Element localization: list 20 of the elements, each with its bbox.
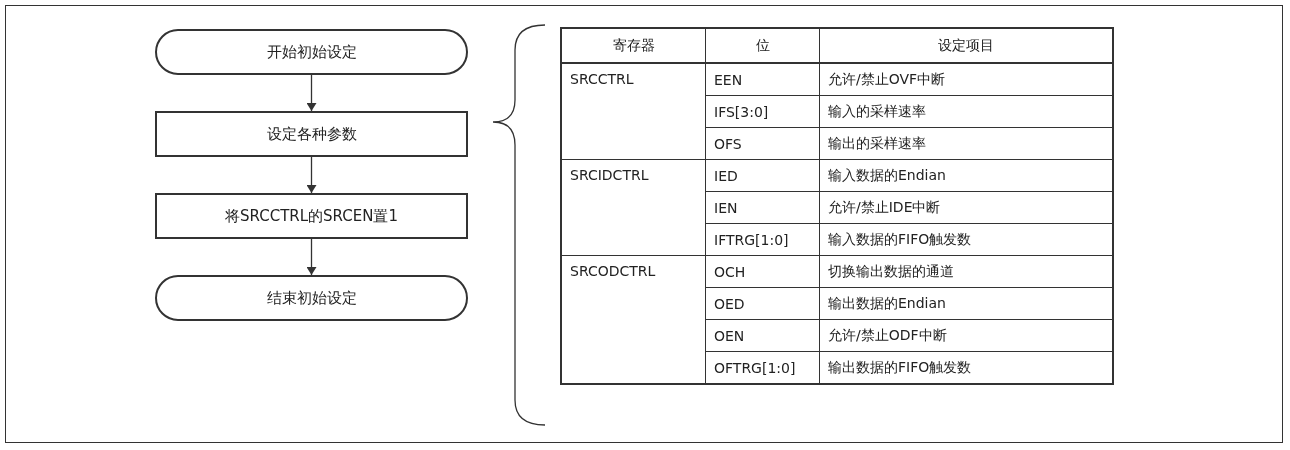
terminal-shape: 开始初始设定 — [155, 29, 468, 75]
terminal-shape: 结束初始设定 — [155, 275, 468, 321]
bit-name: OED — [705, 287, 820, 320]
arrow — [306, 74, 317, 112]
bit-name: IEN — [705, 191, 820, 224]
process-box: 将SRCCTRL的SRCEN置1 — [155, 193, 468, 239]
bit-name: IFS[3:0] — [705, 95, 820, 128]
arrow — [306, 238, 317, 276]
bit-name: EEN — [705, 63, 820, 96]
bit-name: OEN — [705, 319, 820, 352]
arrow — [306, 156, 317, 194]
bit-name: IED — [705, 159, 820, 192]
bit-name: OCH — [705, 255, 820, 288]
bit-name: OFS — [705, 127, 820, 160]
register-name: SRCIDCTRL — [561, 159, 706, 256]
bit-name: IFTRG[1:0] — [705, 223, 820, 256]
column-header: 寄存器 — [561, 28, 706, 63]
register-name: SRCCTRL — [561, 63, 706, 160]
column-header: 位 — [705, 28, 820, 63]
process-box: 设定各种参数 — [155, 111, 468, 157]
